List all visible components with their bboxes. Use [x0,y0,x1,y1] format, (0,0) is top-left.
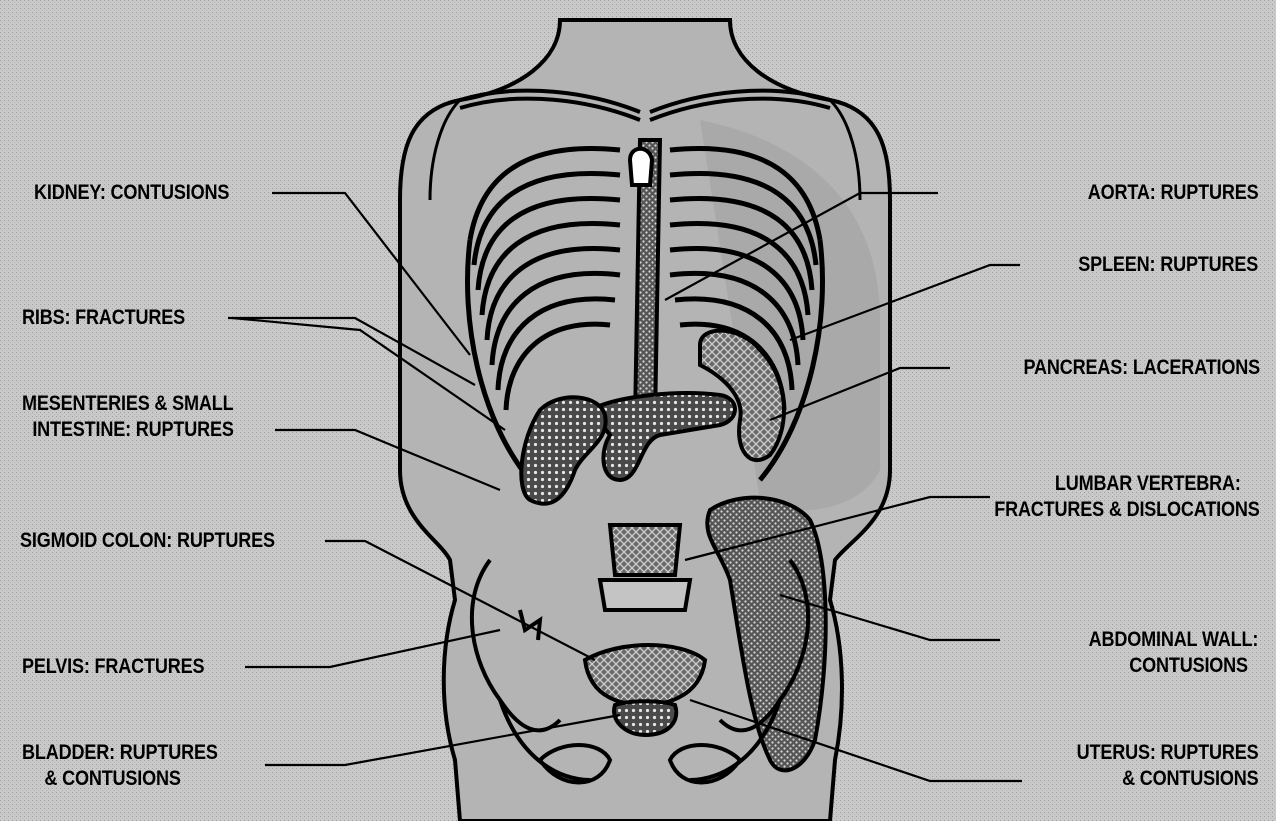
label-spleen: SPLEEN: RUPTURES [1078,252,1258,278]
label-abdominal-wall: ABDOMINAL WALL: CONTUSIONS [1088,627,1258,679]
label-uterus: UTERUS: RUPTURES & CONTUSIONS [1076,740,1258,792]
bladder-shape [614,701,676,735]
label-mesenteries: MESENTERIES & SMALL INTESTINE: RUPTURES [22,391,234,443]
label-aorta: AORTA: RUPTURES [1087,180,1258,206]
label-lumbar-vertebra: LUMBAR VERTEBRA: FRACTURES & DISLOCATION… [995,471,1260,523]
lumbar-vertebra-shape [610,525,680,575]
label-bladder: BLADDER: RUPTURES & CONTUSIONS [22,740,218,792]
label-pancreas: PANCREAS: LACERATIONS [1023,355,1260,381]
label-pelvis: PELVIS: FRACTURES [22,654,204,680]
label-ribs: RIBS: FRACTURES [22,305,185,331]
label-kidney: KIDNEY: CONTUSIONS [34,180,229,206]
label-sigmoid-colon: SIGMOID COLON: RUPTURES [20,528,275,554]
